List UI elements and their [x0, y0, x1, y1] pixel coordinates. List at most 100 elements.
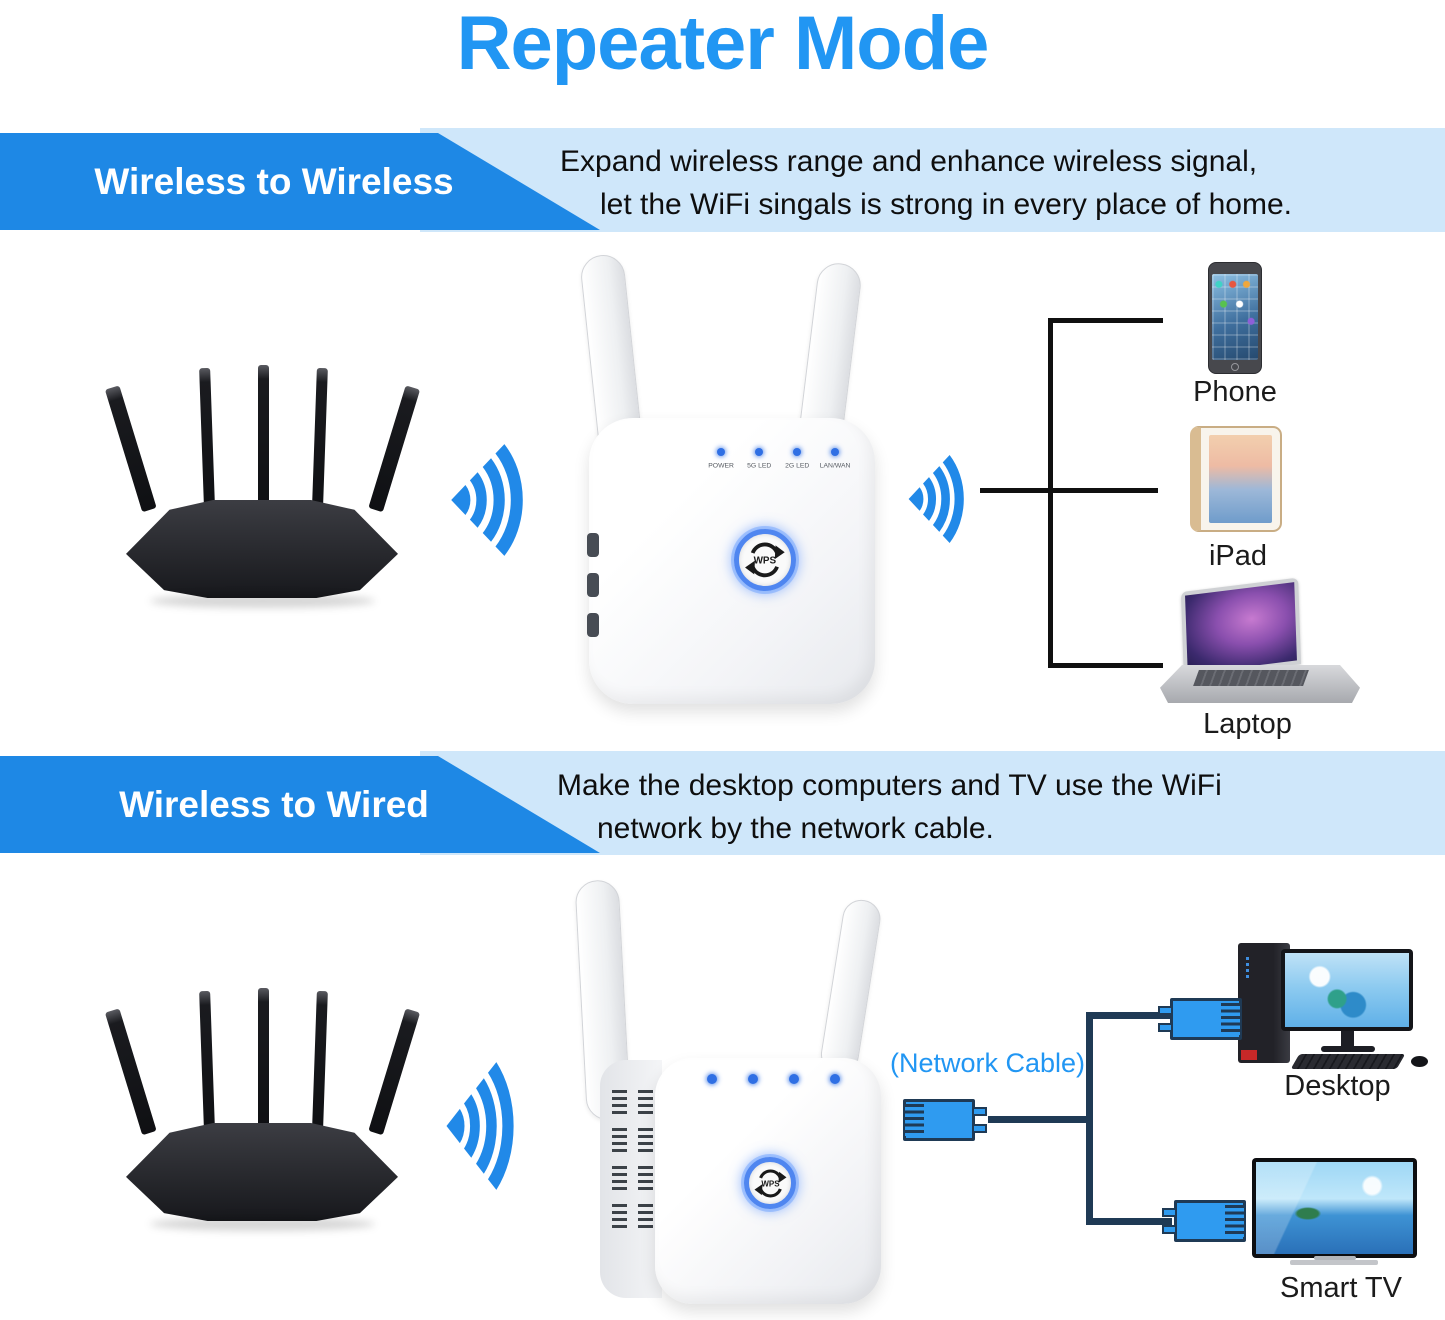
router-antenna-icon	[104, 1008, 157, 1136]
vent-icon	[638, 1128, 653, 1152]
page-title: Repeater Mode	[456, 1, 990, 86]
connector-line	[1048, 318, 1163, 323]
laptop-screen	[1180, 577, 1302, 679]
led-dot-icon	[707, 1074, 717, 1084]
led-label: 5G LED	[746, 461, 772, 470]
network-cable-label: (Network Cable)	[889, 1048, 1086, 1078]
mouse-icon	[1411, 1056, 1428, 1067]
wps-button: WPS	[744, 1157, 796, 1209]
desktop-monitor	[1281, 949, 1413, 1031]
section2-banner-label: Wireless to Wired	[119, 783, 429, 825]
network-cable-line	[988, 1116, 1092, 1123]
led-dot-icon	[789, 1074, 799, 1084]
led-2g: 2G LED	[778, 448, 816, 470]
phone-screen	[1212, 274, 1258, 360]
connector-line	[1048, 318, 1053, 668]
router-antenna-icon	[258, 365, 269, 505]
section1-description-line2: let the WiFi singals is strong in every …	[600, 188, 1292, 221]
smart-tv-label: Smart TV	[1280, 1272, 1402, 1304]
connector-line	[1048, 663, 1163, 668]
router-antenna-icon	[199, 367, 215, 509]
led-dot-icon	[755, 448, 763, 456]
monitor-stand	[1341, 1031, 1354, 1048]
network-cable-line	[1086, 1012, 1093, 1225]
router-antenna-icon	[258, 988, 269, 1128]
connector-line	[980, 488, 1158, 493]
side-slot	[587, 533, 599, 557]
router-body	[126, 500, 398, 598]
desktop-screen	[1285, 953, 1409, 1027]
vent-icon	[612, 1090, 627, 1114]
led-power: POWER	[702, 448, 740, 470]
desktop-label: Desktop	[1284, 1070, 1391, 1102]
wifi-signal-icon	[436, 1062, 526, 1190]
plug-teeth	[905, 1104, 924, 1136]
tv-stand	[1290, 1260, 1378, 1265]
wps-label: WPS	[761, 1179, 780, 1188]
side-slot	[587, 613, 599, 637]
repeater-antenna-icon	[818, 897, 884, 1076]
wifi-repeater-image: WPS	[574, 868, 895, 1313]
router-antenna-icon	[312, 367, 328, 509]
plug-stub	[1162, 1225, 1177, 1234]
ethernet-plug-icon	[1162, 1200, 1246, 1242]
led-dot-icon	[830, 1074, 840, 1084]
led-label: 2G LED	[784, 461, 810, 470]
led-dot-icon	[748, 1074, 758, 1084]
keyboard-icon	[1290, 1054, 1406, 1069]
ethernet-plug-icon	[1158, 998, 1242, 1040]
repeater-body: WPS	[655, 1058, 881, 1304]
router-shadow	[150, 594, 375, 608]
plug-stub	[1158, 1023, 1173, 1032]
desktop-computer-image	[1235, 935, 1430, 1085]
network-cable-line	[1086, 1218, 1172, 1225]
plug-stub	[972, 1124, 987, 1133]
led-indicator-row	[707, 1074, 840, 1084]
smart-tv-image	[1252, 1158, 1417, 1258]
monitor-base	[1321, 1046, 1375, 1052]
section1-banner-label: Wireless to Wireless	[94, 160, 454, 202]
laptop-keyboard	[1160, 665, 1360, 703]
laptop-label: Laptop	[1203, 708, 1292, 740]
repeater-side-vents	[600, 1060, 662, 1298]
router-body	[126, 1123, 398, 1221]
vent-icon	[612, 1166, 627, 1190]
ipad-image	[1190, 426, 1282, 532]
ipad-label: iPad	[1208, 540, 1268, 572]
router-antenna-icon	[368, 1008, 421, 1136]
led-dot-icon	[717, 448, 725, 456]
wps-button: WPS	[734, 529, 796, 591]
vent-icon	[612, 1204, 627, 1228]
section1-description: Expand wireless range and enhance wirele…	[560, 140, 1292, 226]
laptop-image	[1160, 577, 1360, 705]
section2-description-line2: network by the network cable.	[597, 812, 994, 845]
led-indicator-row: POWER 5G LED 2G LED LAN/WAN	[702, 448, 854, 470]
router-antenna-icon	[199, 990, 215, 1132]
wifi-signal-icon	[900, 455, 974, 543]
ethernet-plug-icon	[903, 1099, 987, 1141]
section2-description-line1: Make the desktop computers and TV use th…	[557, 769, 1222, 802]
led-dot-icon	[793, 448, 801, 456]
wifi-router-image	[104, 985, 421, 1240]
vent-icon	[638, 1204, 653, 1228]
vent-icon	[638, 1166, 653, 1190]
section2-description-band	[420, 751, 1445, 855]
wifi-signal-icon	[440, 444, 536, 556]
vent-icon	[638, 1090, 653, 1114]
section1-description-band	[420, 128, 1445, 232]
plug-stub	[972, 1107, 987, 1116]
phone-home-button-icon	[1231, 363, 1239, 371]
repeater-body: POWER 5G LED 2G LED LAN/WAN	[587, 418, 875, 713]
phone-label: Phone	[1193, 376, 1277, 408]
led-lanwan: LAN/WAN	[816, 448, 854, 470]
led-5g: 5G LED	[740, 448, 778, 470]
wps-label: WPS	[754, 556, 777, 567]
wps-sync-arrows-icon: WPS	[753, 1168, 787, 1197]
led-dot-icon	[831, 448, 839, 456]
vent-icon	[612, 1128, 627, 1152]
section1-description-line1: Expand wireless range and enhance wirele…	[560, 145, 1258, 178]
router-antenna-icon	[104, 385, 157, 513]
router-antenna-icon	[368, 385, 421, 513]
tv-screen	[1256, 1162, 1413, 1254]
